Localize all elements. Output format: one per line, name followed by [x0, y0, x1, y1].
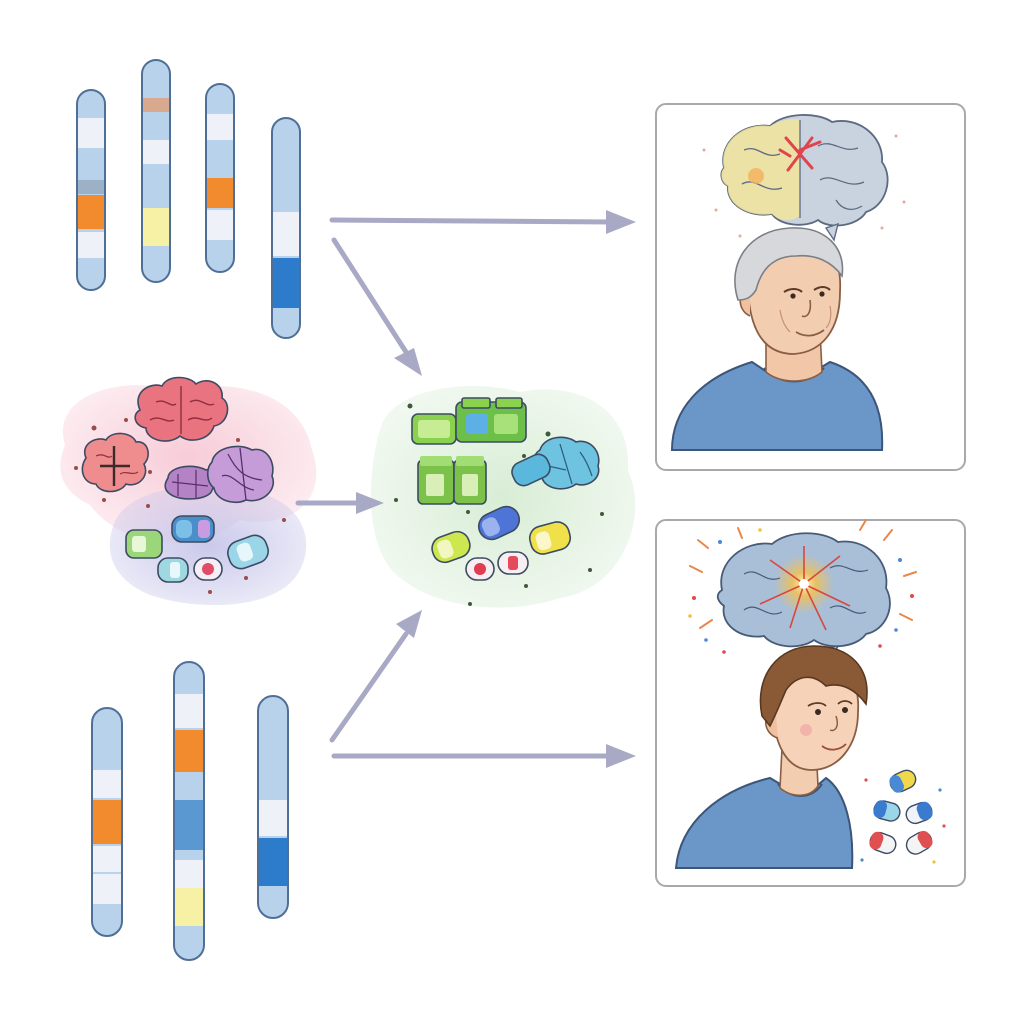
edge-chromosomes-top-to-older-adult-panel [329, 210, 636, 234]
edge-chromosomes-bottom-to-drug-cluster [329, 610, 422, 743]
burst-sparkles [688, 519, 917, 654]
pill-icon [157, 557, 189, 583]
disease-cluster [60, 376, 317, 606]
medicine-box-icon [417, 456, 455, 505]
speck-dots [702, 134, 906, 238]
pill-icon [431, 530, 471, 564]
pill-icon [171, 515, 215, 543]
pill-icon [905, 801, 933, 825]
pill-icon [477, 505, 521, 541]
brain-icon [531, 436, 600, 490]
pill-icon [125, 529, 163, 559]
medicine-box-icon [455, 397, 527, 443]
child-figure [674, 645, 868, 869]
pill-icon [889, 769, 917, 793]
edge-chromosomes-bottom-to-child-panel [331, 744, 636, 768]
chromosome-icon [205, 83, 235, 273]
pill-icon [465, 557, 495, 581]
pill-icon [905, 830, 933, 855]
chromosome-group-bottom [91, 661, 289, 961]
chromosome-icon [141, 59, 171, 283]
chromosome-icon [257, 695, 289, 919]
pill-icon [873, 800, 901, 822]
speck-dots [860, 778, 946, 864]
pill-icon [869, 831, 897, 855]
medicine-box-icon [453, 456, 487, 505]
pill-icon [226, 534, 270, 570]
speck-dots [74, 418, 286, 594]
pill-icon [528, 521, 572, 555]
edge-disease-cluster-to-drug-cluster [295, 492, 384, 514]
chromosome-icon [173, 661, 205, 961]
drug-cluster [370, 386, 636, 608]
older-adult-panel [655, 103, 966, 471]
brain-icon [81, 432, 149, 493]
child-panel [655, 519, 966, 887]
brain-icon [164, 465, 216, 500]
chromosome-icon [91, 707, 123, 937]
pill-icon [193, 557, 223, 581]
brain-icon [720, 114, 889, 242]
brain-icon [134, 376, 229, 442]
edge-chromosomes-top-to-drug-cluster [331, 237, 422, 376]
medicine-box-icon [411, 413, 457, 445]
chromosome-icon [76, 89, 106, 291]
pill-icon [511, 453, 551, 487]
speck-dots [394, 403, 604, 606]
chromosome-group-top [76, 59, 301, 339]
pill-icon [497, 551, 529, 575]
chromosome-icon [271, 117, 301, 339]
older-man-figure [670, 227, 884, 451]
brain-icon [206, 445, 275, 504]
brain-icon [716, 532, 891, 664]
